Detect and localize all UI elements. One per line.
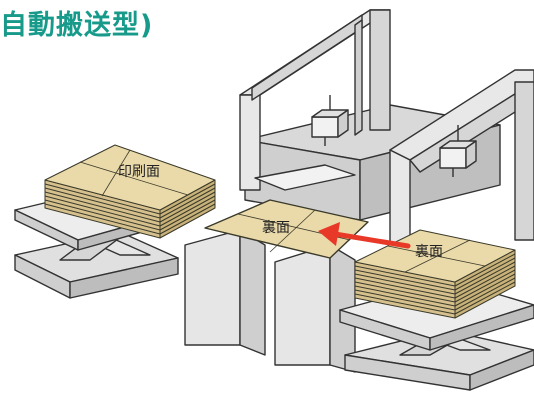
arrow-left-icon — [318, 222, 411, 249]
center-block-left — [184, 229, 266, 356]
paper-stack-right — [354, 229, 516, 319]
frame-rear — [239, 9, 391, 191]
page-title: 自動搬送型) — [0, 10, 154, 41]
sensor-head-right — [439, 125, 477, 177]
center-block-right — [274, 244, 356, 373]
center-sheet — [204, 199, 369, 259]
sheet-in-machine — [254, 164, 356, 191]
center-sheet-label: 裏面 — [262, 219, 290, 236]
sensor-head-left — [311, 95, 349, 146]
right-stack-label: 裏面 — [415, 243, 443, 260]
paper-stack-left — [44, 144, 216, 239]
left-stack-label: 印刷面 — [118, 164, 160, 180]
